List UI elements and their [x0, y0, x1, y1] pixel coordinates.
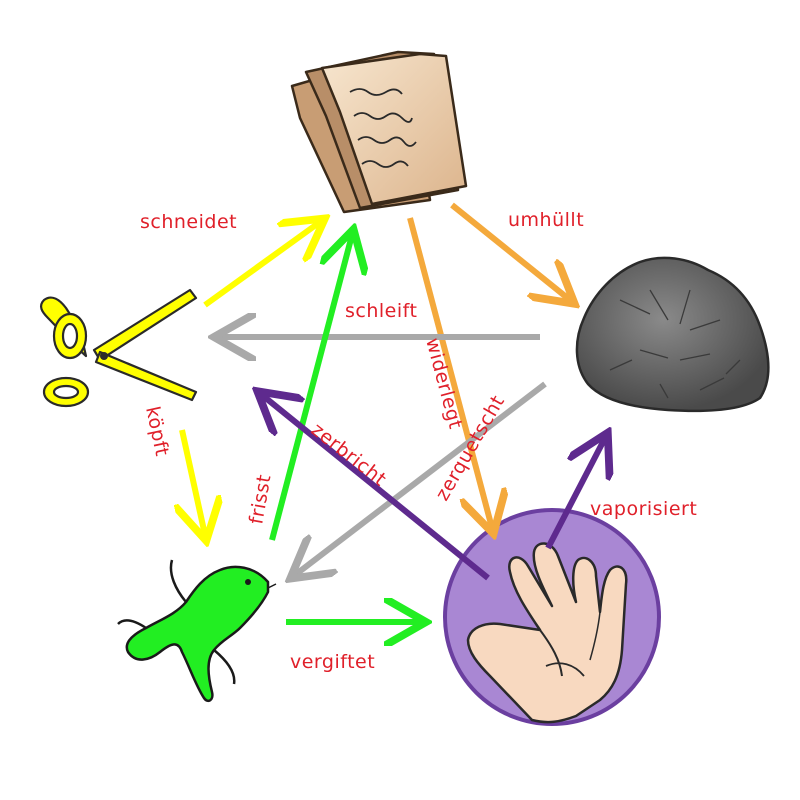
paper-icon: [290, 50, 468, 214]
label-schneidet: schneidet: [140, 211, 237, 233]
label-vergiftet: vergiftet: [290, 651, 375, 673]
rock-icon: [575, 256, 770, 413]
label-frisst: frisst: [245, 473, 275, 526]
scissors-icon: [39, 288, 198, 408]
arrow-paper-rock: [450, 202, 570, 300]
label-umhuellt: umhüllt: [508, 209, 584, 231]
arrow-rock-lizard: [295, 381, 547, 575]
label-widerlegt: widerlegt: [421, 336, 466, 432]
arrow-spock-rock: [545, 438, 605, 550]
label-zerbricht: zerbricht: [307, 419, 391, 491]
spock-hand-icon: [443, 508, 661, 726]
arrow-spock-scissors: [262, 395, 490, 581]
lizard-icon: [117, 559, 277, 703]
arrow-paper-spock: [407, 217, 492, 528]
arrow-scissors-lizard: [182, 429, 205, 535]
arrow-scissors-paper: [203, 222, 320, 308]
label-schleift: schleift: [345, 300, 417, 322]
label-vaporisiert: vaporisiert: [590, 498, 697, 520]
arrow-lizard-paper: [269, 235, 352, 541]
label-koepft: köpft: [141, 404, 173, 458]
